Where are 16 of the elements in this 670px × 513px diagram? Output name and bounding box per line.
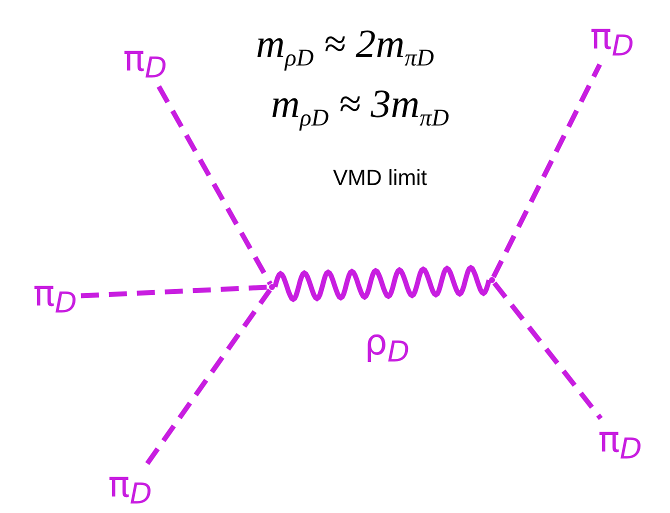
particle-label: π$_{D}$ bbox=[123, 42, 167, 82]
vertex-point bbox=[269, 284, 275, 290]
particle-label: π$_{D}$ bbox=[33, 276, 77, 318]
note-text: VMD limit bbox=[332, 165, 428, 191]
particle-label: π$_{D}$ bbox=[598, 422, 642, 464]
particle-label: π$_{D}$ bbox=[108, 468, 152, 508]
wavy-line bbox=[272, 264, 492, 302]
mass-relation-formula: m$_{ρD}$ ≈ 2m$_{πD}$ bbox=[256, 20, 434, 72]
dashed-line bbox=[492, 281, 603, 420]
mass-relation-formula: m$_{ρD}$ ≈ 3m$_{πD}$ bbox=[271, 80, 449, 132]
dashed-line bbox=[80, 284, 270, 298]
particle-label: π$_{D}$ bbox=[590, 20, 634, 60]
dashed-line bbox=[491, 63, 602, 278]
dashed-line bbox=[156, 85, 272, 286]
dashed-line bbox=[145, 288, 272, 465]
vertex-point bbox=[489, 277, 495, 283]
